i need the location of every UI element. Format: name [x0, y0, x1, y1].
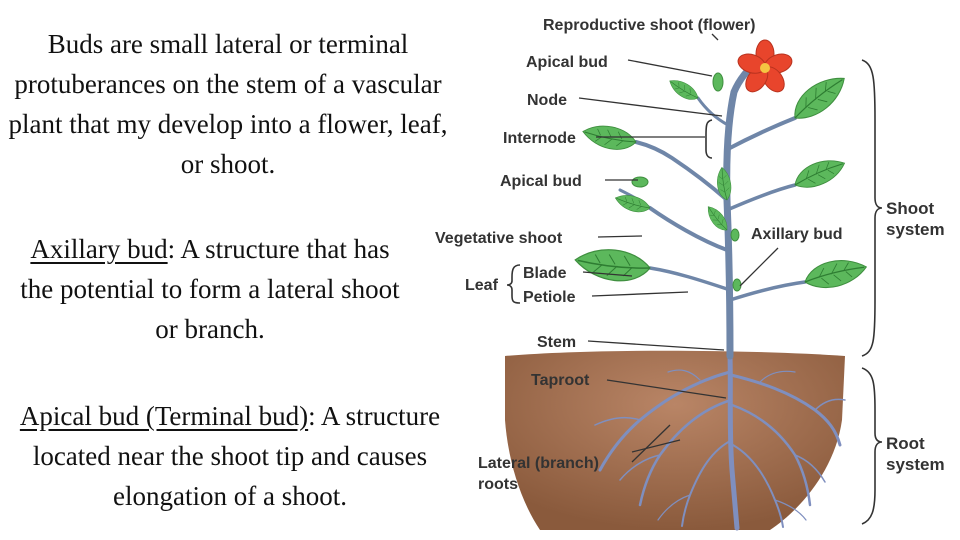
label-leaf: Leaf: [465, 277, 499, 294]
label-shoot-system-line1: Shoot: [886, 199, 934, 218]
root-system-brace: [861, 367, 883, 525]
label-internode: Internode: [503, 130, 576, 147]
plant-diagram: Reproductive shoot (flower) Apical bud N…: [435, 17, 945, 531]
label-root-system-line1: Root: [886, 434, 925, 453]
label-apical-bud-top: Apical bud: [526, 54, 608, 71]
leaves-drawing: [572, 68, 870, 293]
label-vegetative-shoot: Vegetative shoot: [435, 230, 563, 247]
label-node: Node: [527, 92, 567, 109]
root-system-drawing: [594, 353, 846, 531]
label-blade: Blade: [523, 265, 567, 282]
shoot-system-brace: [861, 59, 883, 357]
axillary-bud-definition: Axillary bud: A structure that has the p…: [18, 229, 402, 349]
label-stem: Stem: [537, 334, 576, 351]
axillary-bud-description: : A structure that has the potential to …: [20, 234, 400, 344]
label-apical-bud-lower: Apical bud: [500, 173, 582, 190]
label-shoot-system-line2: system: [886, 220, 945, 239]
label-reproductive-shoot: Reproductive shoot (flower): [543, 17, 755, 34]
axillary-bud-term: Axillary bud: [30, 234, 168, 264]
apical-bud-term: Apical bud (Terminal bud): [19, 401, 309, 431]
label-lateral-roots-line1: Lateral (branch): [478, 455, 599, 472]
apical-bud-description: : A structure located near the shoot tip…: [32, 401, 441, 511]
buds-definition: Buds are small lateral or terminal protu…: [8, 29, 448, 179]
stem-drawing: [618, 58, 807, 360]
soil: [505, 350, 845, 530]
internode-bracket: [705, 119, 713, 159]
leaf-brace: [506, 264, 521, 304]
leader-lines: [578, 33, 779, 463]
label-axillary-bud: Axillary bud: [751, 226, 843, 243]
label-root-system-line2: system: [886, 455, 945, 474]
flower-drawing: [737, 39, 793, 93]
label-lateral-roots-line2: roots: [478, 476, 518, 493]
apical-bud-definition: Apical bud (Terminal bud): A structure l…: [4, 396, 456, 516]
label-taproot: Taproot: [531, 372, 590, 389]
label-petiole: Petiole: [523, 289, 576, 306]
